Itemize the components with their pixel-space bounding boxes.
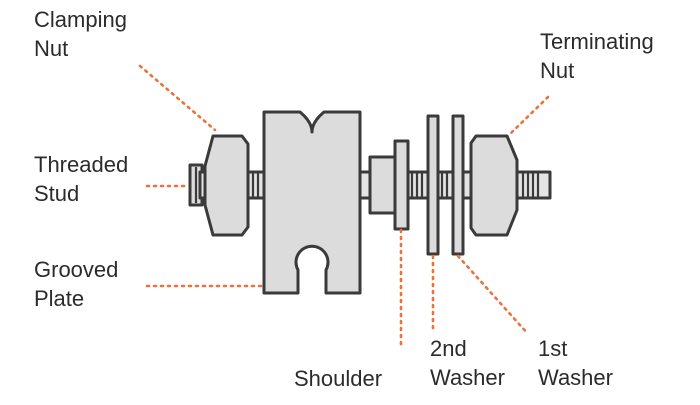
clamping-nut (203, 134, 250, 237)
label-grooved-plate-line2: Plate (34, 286, 85, 311)
label-clamping-nut: Clamping Nut (34, 5, 127, 63)
leader-lines (138, 64, 550, 346)
label-second-washer-line1: 2nd (430, 336, 467, 361)
leader-first-washer (456, 254, 530, 336)
label-first-washer-line2: Washer (538, 365, 613, 390)
label-shoulder: Shoulder (294, 364, 382, 393)
first-washer (451, 114, 465, 256)
label-clamping-nut-line1: Clamping (34, 7, 127, 32)
label-threaded-stud: Threaded Stud (34, 150, 128, 208)
grooved-plate (262, 110, 362, 295)
shoulder (368, 139, 410, 231)
label-threaded-stud-line2: Stud (34, 181, 80, 206)
label-grooved-plate-line1: Grooved (34, 257, 119, 282)
label-terminating-nut: Terminating Nut (540, 27, 654, 85)
label-shoulder-line1: Shoulder (294, 366, 383, 391)
label-clamping-nut-line2: Nut (34, 36, 69, 61)
label-terminating-nut-line1: Terminating (540, 29, 654, 54)
label-first-washer-line1: 1st (538, 336, 568, 361)
second-washer (426, 114, 440, 256)
label-first-washer: 1st Washer (538, 334, 613, 392)
leader-terminating-nut (506, 95, 550, 138)
label-second-washer: 2nd Washer (430, 334, 505, 392)
terminating-nut (469, 134, 519, 237)
leader-clamping-nut (138, 64, 217, 132)
label-grooved-plate: Grooved Plate (34, 255, 118, 313)
label-terminating-nut-line2: Nut (540, 58, 575, 83)
label-threaded-stud-line1: Threaded (34, 152, 129, 177)
label-second-washer-line2: Washer (430, 365, 505, 390)
